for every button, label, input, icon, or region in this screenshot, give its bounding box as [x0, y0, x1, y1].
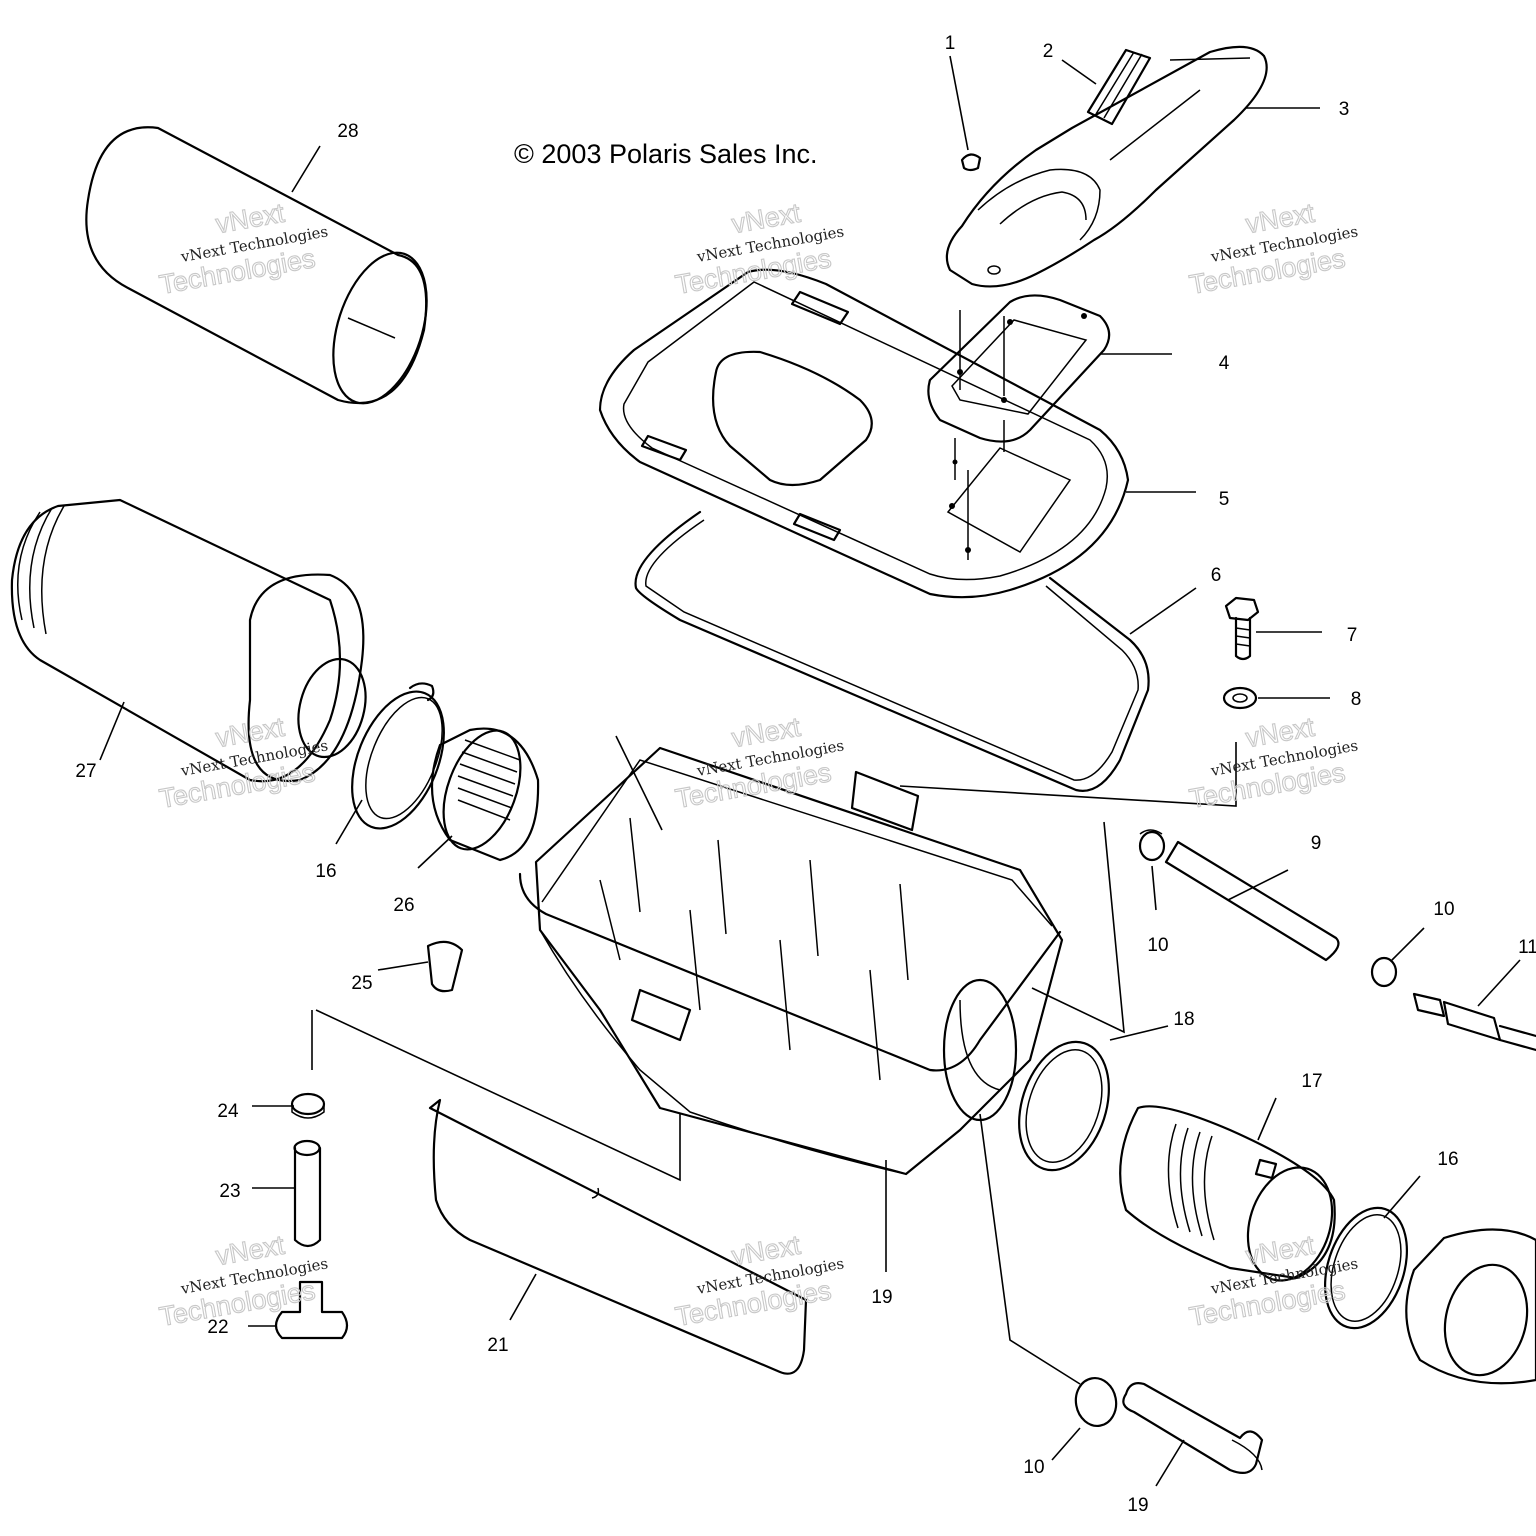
part-10-clamp-upper: [1138, 829, 1166, 862]
part-5-airbox-lid: [598, 268, 1130, 599]
callout-16-b: 16: [1437, 1149, 1458, 1170]
part-8-washer: [1222, 686, 1258, 710]
callout-19: 19: [871, 1287, 892, 1308]
callout-25: 25: [351, 973, 372, 994]
watermark-6: vNext vNext Technologies Technologies: [1187, 711, 1360, 814]
part-10-clamp-lower: [1074, 1377, 1118, 1427]
part-17-outlet-boot: [1119, 1105, 1336, 1282]
watermarks: vNext vNext Technologies Technologies vN…: [157, 197, 1360, 1332]
part-20-hose: [1122, 1382, 1264, 1475]
part-6-gasket: [634, 510, 1150, 792]
callout-28: 28: [337, 121, 358, 142]
watermark-4: vNext vNext Technologies Technologies: [157, 711, 330, 814]
part-19-airbox-base: [518, 746, 1064, 1176]
callout-numbers: 1 2 3 4 5 6 7 8 9 10 10 10 19 11 16 16 1…: [75, 33, 1536, 1516]
callout-24: 24: [217, 1101, 239, 1122]
callout-7: 7: [1347, 625, 1358, 646]
copyright-text: © 2003 Polaris Sales Inc.: [514, 139, 818, 169]
part-16-clamp-right: [1323, 1206, 1409, 1330]
part-2-screen: [1086, 48, 1152, 126]
part-27-air-filter: [10, 498, 367, 783]
outlet-duct: [1405, 1228, 1536, 1385]
callout-8: 8: [1351, 689, 1362, 710]
part-18-o-ring: [1018, 1040, 1110, 1172]
callout-3: 3: [1339, 99, 1350, 120]
callout-6: 6: [1211, 565, 1222, 586]
part-25-clip: [426, 940, 464, 993]
callout-5: 5: [1219, 489, 1230, 510]
watermark-3: vNext vNext Technologies Technologies: [1187, 197, 1360, 300]
part-4-seal-plate: [927, 294, 1111, 443]
part-22-tee: [274, 1280, 349, 1340]
callout-21: 21: [487, 1335, 508, 1356]
watermark-8: vNext vNext Technologies Technologies: [673, 1229, 846, 1332]
part-24-clamp: [290, 1092, 326, 1119]
part-7-bolt: [1224, 596, 1260, 661]
callout-27: 27: [75, 761, 96, 782]
callout-20: 19: [1127, 1495, 1148, 1516]
callout-2: 2: [1043, 41, 1054, 62]
callout-23: 23: [219, 1181, 240, 1202]
callout-9: 9: [1311, 833, 1322, 854]
part-4-screws: [949, 420, 1005, 560]
callout-10-b: 10: [1433, 899, 1454, 920]
part-28-prefilter-sleeve: [85, 126, 428, 405]
watermark-7: vNext vNext Technologies Technologies: [157, 1229, 330, 1332]
callout-16-a: 16: [315, 861, 336, 882]
part-26-adapter: [430, 727, 540, 862]
part-16-clamp-left: [351, 682, 445, 830]
callout-17: 17: [1301, 1071, 1322, 1092]
callout-11: 11: [1518, 937, 1536, 958]
callout-10-a: 10: [1147, 935, 1168, 956]
callout-10-c: 10: [1023, 1457, 1044, 1478]
part-1-push-pin: [960, 153, 982, 172]
callout-22: 22: [207, 1317, 228, 1338]
part-9-hose: [1164, 840, 1340, 962]
callout-18: 18: [1173, 1009, 1194, 1030]
callout-4: 4: [1219, 353, 1230, 374]
leader-lines: [99, 55, 1521, 1487]
part-10-clamp-right: [1370, 956, 1398, 988]
part-21-drain-cover: [428, 1098, 808, 1375]
part-11-fitting: [1412, 992, 1536, 1052]
callout-26: 26: [393, 895, 414, 916]
callout-1: 1: [945, 33, 956, 54]
part-23-tube: [293, 1139, 322, 1248]
part-3-intake-duct: [945, 45, 1268, 288]
